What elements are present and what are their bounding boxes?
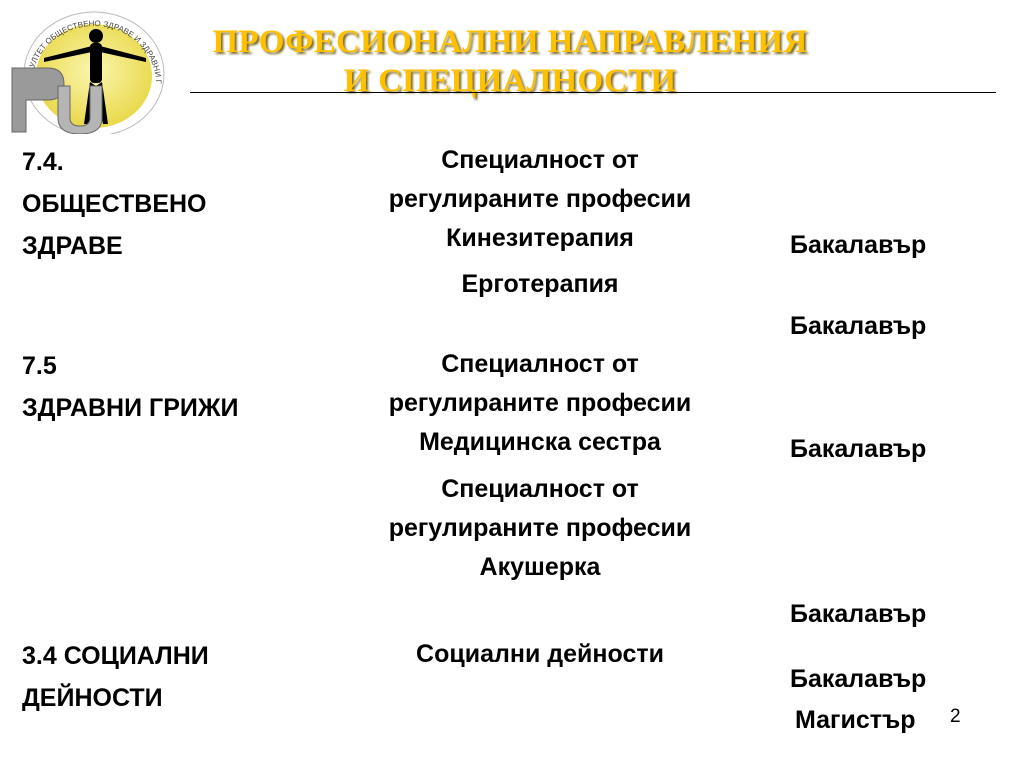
faculty-logo: ФАКУЛТЕТ ОБЩЕСТВЕНО ЗДРАВЕ И ЗДРАВНИ ГРИ… bbox=[4, 6, 165, 134]
specialty-line: Специалност от bbox=[441, 146, 639, 174]
degree-bachelor: Бакалавър bbox=[790, 312, 927, 340]
degree-master: Магистър bbox=[795, 706, 916, 734]
title-line-2: И СПЕЦИАЛНОСТИ bbox=[343, 63, 677, 99]
title-divider bbox=[190, 92, 996, 93]
degree-bachelor: Бакалавър bbox=[790, 665, 927, 693]
specialty-midwife: Акушерка bbox=[479, 553, 601, 581]
title-line-1: ПРОФЕСИОНАЛНИ НАПРАВЛЕНИЯ bbox=[212, 24, 808, 60]
field-code-7-4: 7.4. bbox=[22, 148, 64, 176]
field-name-public-health-2: ЗДРАВЕ bbox=[22, 232, 123, 260]
specialty-nurse: Медицинска сестра bbox=[419, 428, 661, 456]
specialty-social-activities: Социални дейности bbox=[416, 640, 664, 668]
field-name-social-2: ДЕЙНОСТИ bbox=[22, 684, 163, 712]
specialty-line: регулираните професии bbox=[388, 389, 692, 417]
specialty-line: регулираните професии bbox=[388, 185, 692, 213]
field-name-social-1: 3.4 СОЦИАЛНИ bbox=[22, 642, 209, 670]
specialty-kinesitherapy: Кинезитерапия bbox=[446, 224, 634, 252]
page-number: 2 bbox=[950, 706, 961, 727]
field-name-health-care: ЗДРАВНИ ГРИЖИ bbox=[22, 394, 239, 422]
degree-bachelor: Бакалавър bbox=[790, 435, 927, 463]
field-code-7-5: 7.5 bbox=[22, 352, 57, 380]
specialty-line: регулираните професии bbox=[388, 514, 692, 542]
specialty-line: Специалност от bbox=[441, 475, 639, 503]
specialty-ergotherapy: Ерготерапия bbox=[461, 270, 619, 298]
degree-bachelor: Бакалавър bbox=[790, 600, 927, 628]
field-name-public-health-1: ОБЩЕСТВЕНО bbox=[22, 190, 207, 218]
specialty-line: Специалност от bbox=[441, 350, 639, 378]
degree-bachelor: Бакалавър bbox=[790, 231, 927, 259]
